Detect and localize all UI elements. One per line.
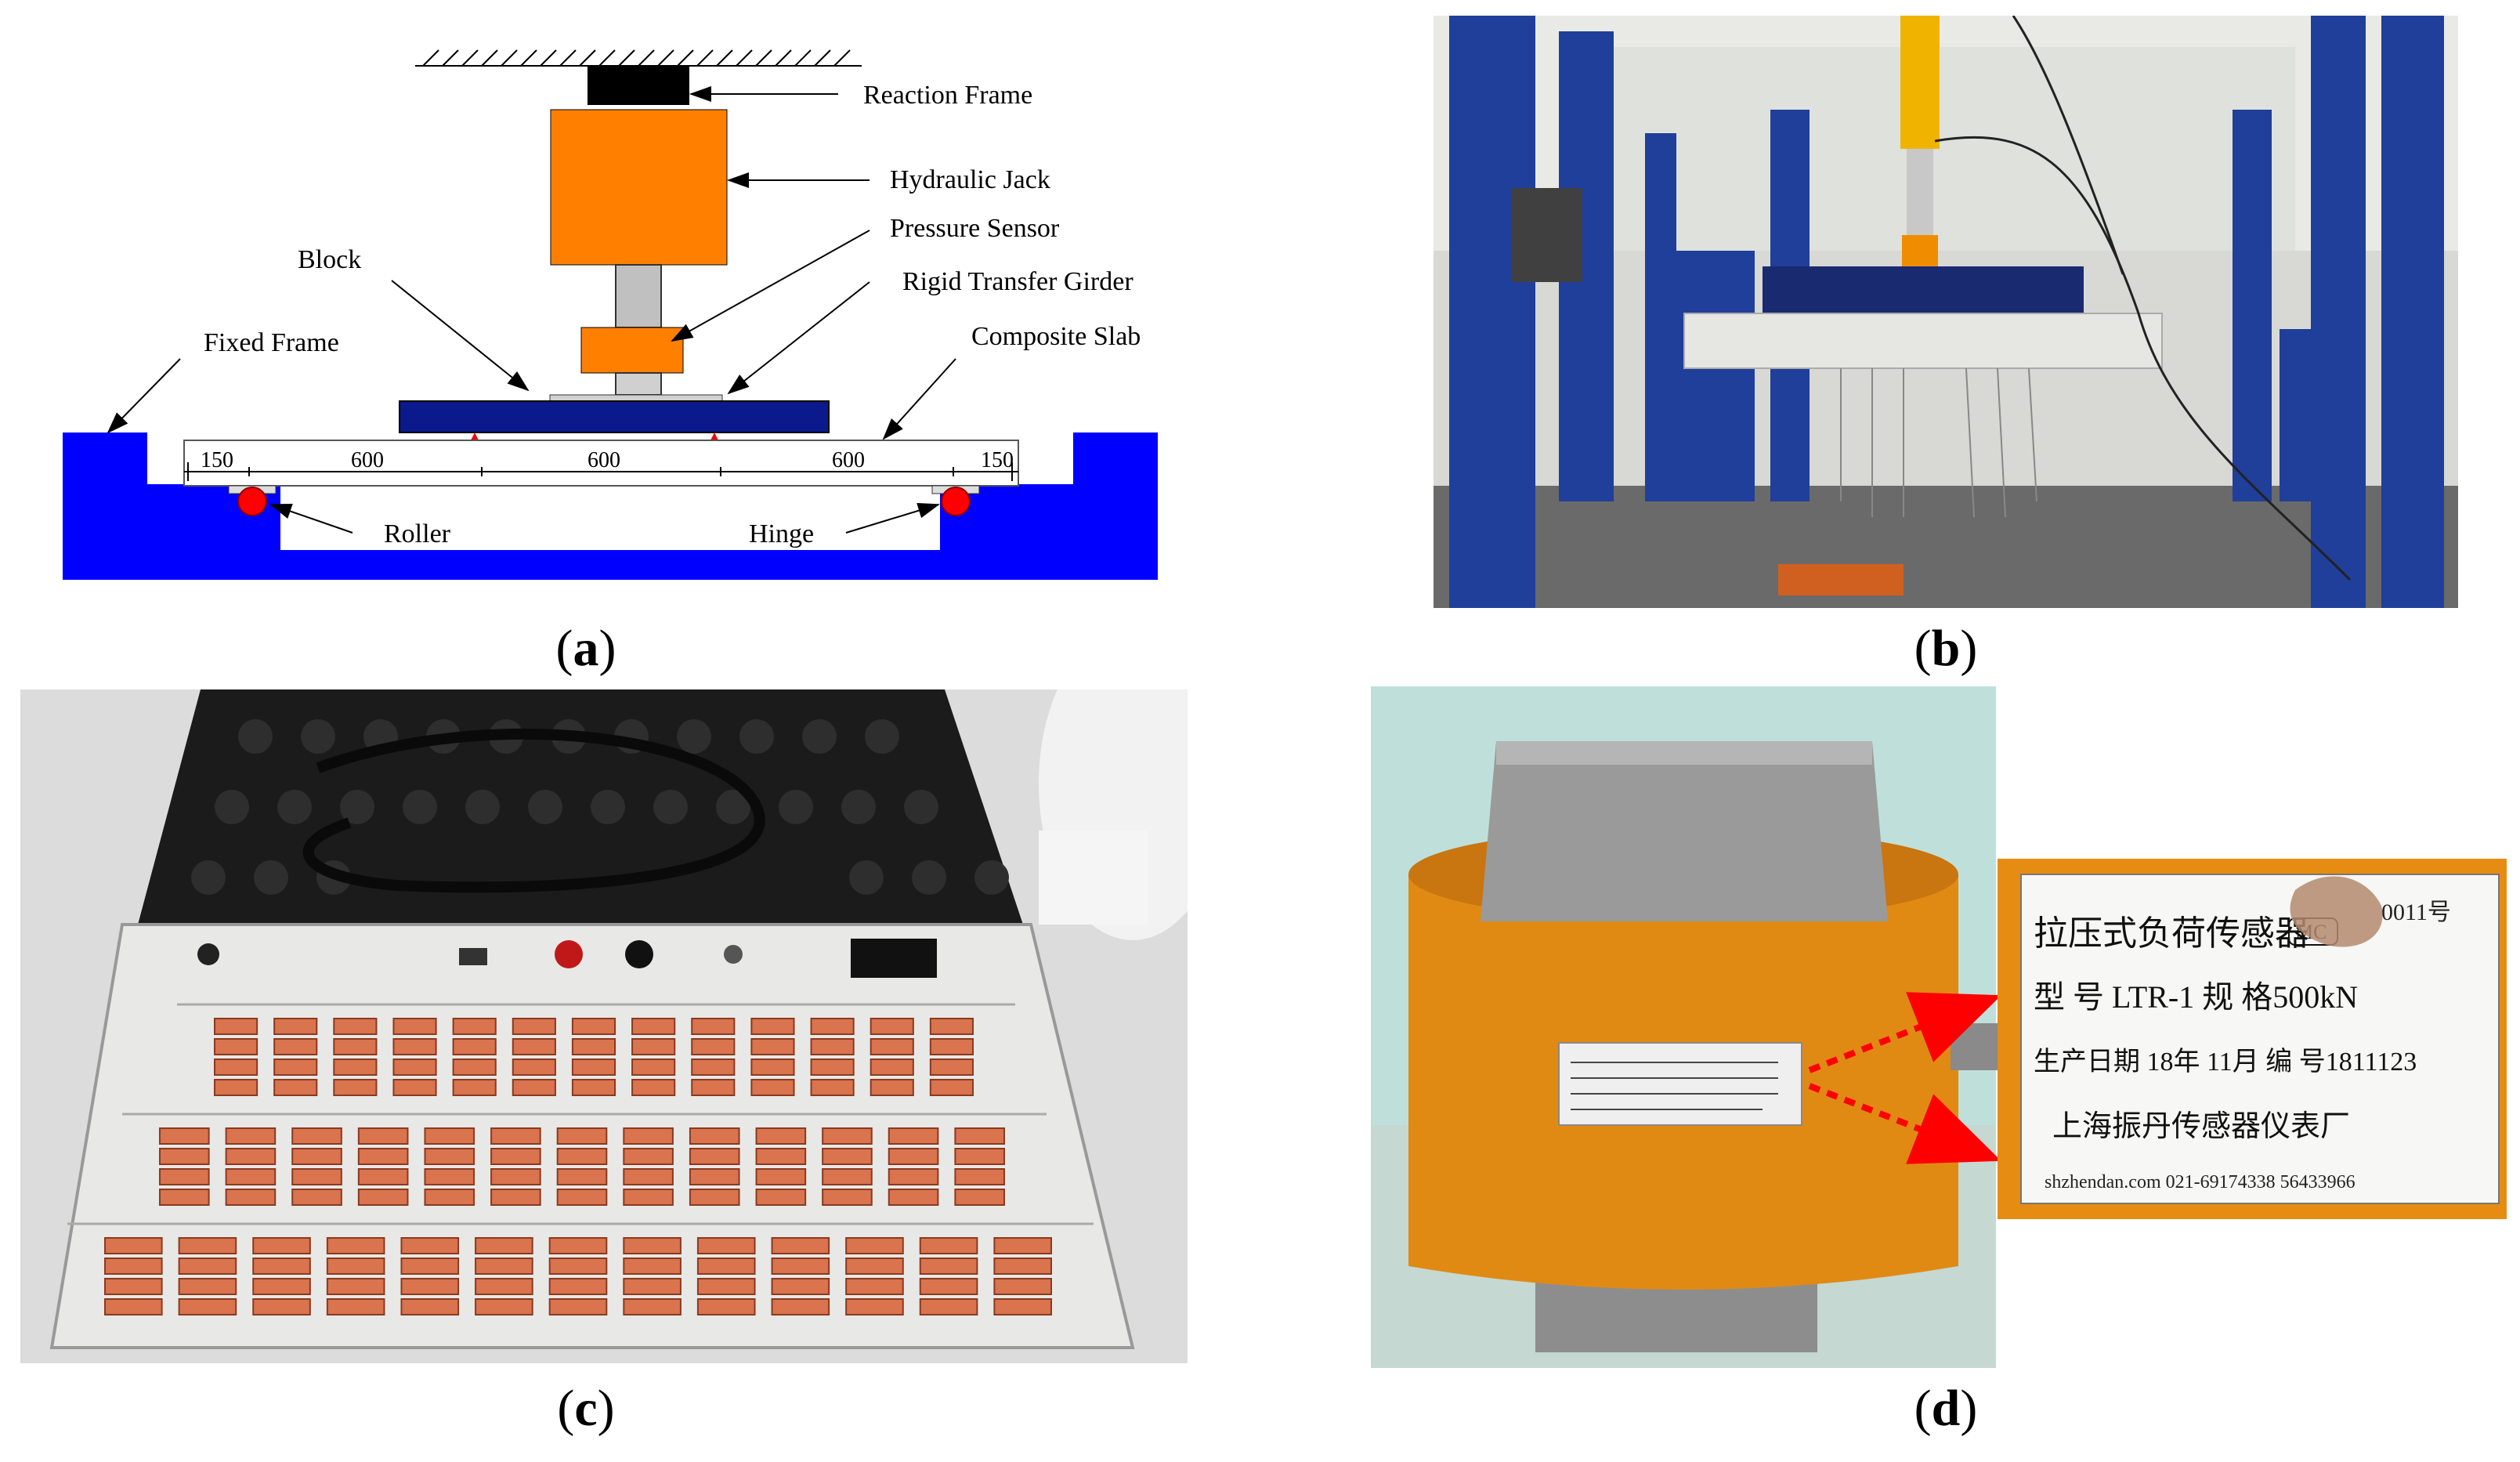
callout-arrow-bottom bbox=[1808, 1083, 2001, 1164]
leader-block bbox=[391, 280, 530, 392]
test-setup-photo bbox=[1434, 16, 2458, 608]
block-plate bbox=[549, 394, 723, 402]
rigid-transfer-girder bbox=[399, 400, 830, 433]
dim-150-left: 150 bbox=[201, 448, 233, 472]
dim-600-left: 600 bbox=[351, 448, 384, 472]
leader-fixed-frame bbox=[107, 358, 181, 434]
dimension-line bbox=[184, 462, 1018, 481]
label-tag-top: 0011号 bbox=[2381, 899, 2451, 925]
label-line-5: shzhendan.com 021-69174338 56433966 bbox=[2045, 1172, 2355, 1192]
label-line-4: 上海振丹传感器仪表厂 bbox=[2052, 1110, 2350, 1143]
block bbox=[615, 372, 662, 396]
label-reaction-frame: Reaction Frame bbox=[863, 81, 1032, 110]
caption-a: (a) bbox=[555, 620, 616, 677]
leader-hinge bbox=[845, 503, 940, 534]
label-rigid-transfer-girder: Rigid Transfer Girder bbox=[902, 267, 1133, 296]
jack-piston bbox=[615, 264, 662, 328]
hydraulic-jack bbox=[550, 109, 728, 266]
roller-support bbox=[237, 487, 267, 516]
label-pressure-sensor: Pressure Sensor bbox=[890, 214, 1060, 243]
label-line-1: 拉压式负荷传感器 bbox=[2034, 914, 2309, 953]
ceiling-hatch bbox=[415, 49, 862, 67]
photo-transfer-girder bbox=[1763, 266, 2084, 313]
label-hinge: Hinge bbox=[749, 519, 814, 548]
label-fixed-frame: Fixed Frame bbox=[204, 328, 339, 357]
leader-pressure-sensor bbox=[671, 230, 870, 342]
label-line-3: 生产日期 18年 11月 编 号1811123 bbox=[2034, 1047, 2417, 1077]
caption-b: (b) bbox=[1914, 620, 1978, 677]
leader-rigid-girder bbox=[727, 281, 870, 395]
leader-composite-slab bbox=[882, 358, 956, 440]
dim-150-right: 150 bbox=[981, 448, 1014, 472]
sensor-label-closeup bbox=[2020, 874, 2500, 1204]
data-acquisition-photo bbox=[20, 689, 1188, 1363]
label-block: Block bbox=[298, 245, 361, 274]
test-setup-schematic: 150 600 600 600 150 Reaction Frame Hydra… bbox=[63, 49, 1158, 580]
load-sensor-photo: 0011号 MC 拉压式负荷传感器 型 号 LTR-1 规 格500kN 生产日… bbox=[1371, 686, 2507, 1368]
composite-slab bbox=[183, 440, 1019, 487]
leader-roller bbox=[269, 504, 353, 534]
dim-600-right: 600 bbox=[832, 448, 865, 472]
photo-composite-slab bbox=[1683, 313, 2163, 369]
fixed-frame bbox=[63, 432, 1158, 580]
dim-600-mid: 600 bbox=[588, 448, 620, 472]
terminal-blocks bbox=[67, 1003, 1094, 1315]
sensor-label-small bbox=[1558, 1042, 1802, 1126]
label-roller: Roller bbox=[384, 519, 451, 548]
photo-hydraulic-jack bbox=[1900, 16, 1940, 149]
label-composite-slab: Composite Slab bbox=[971, 322, 1141, 351]
label-hydraulic-jack: Hydraulic Jack bbox=[890, 165, 1050, 194]
caption-c: (c) bbox=[557, 1380, 615, 1437]
reaction-frame bbox=[588, 66, 689, 105]
hinge-support bbox=[941, 487, 971, 516]
pressure-sensor bbox=[580, 327, 684, 374]
label-line-2: 型 号 LTR-1 规 格500kN bbox=[2034, 979, 2358, 1015]
caption-d: (d) bbox=[1914, 1380, 1978, 1437]
callout-arrow-top bbox=[1808, 992, 2001, 1073]
reaction-frame-columns bbox=[1449, 16, 2444, 608]
